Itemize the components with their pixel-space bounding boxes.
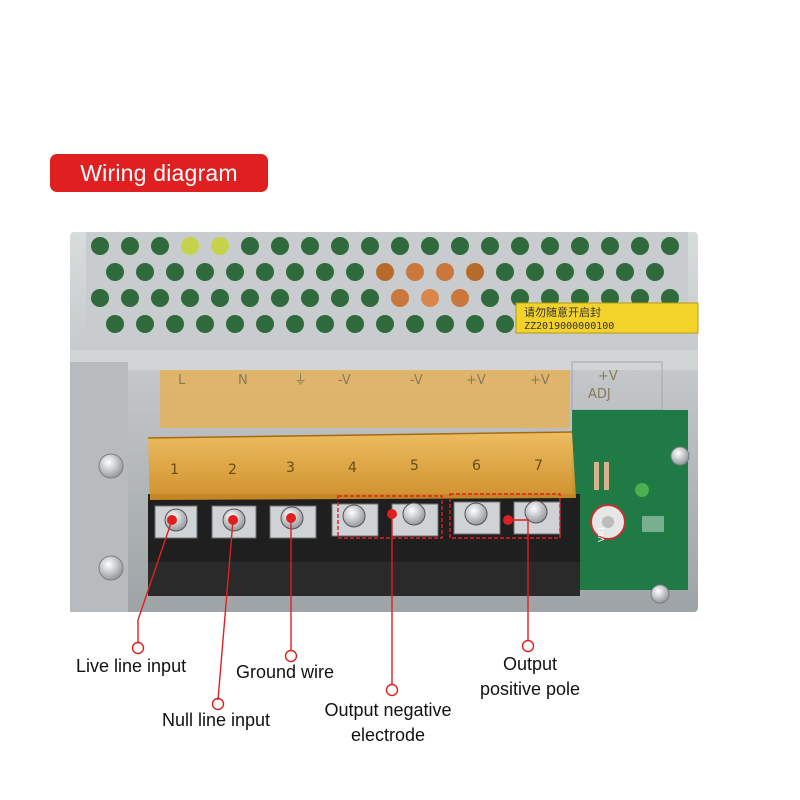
- live-callout-ring: [131, 641, 145, 655]
- side-screw-bottom: [98, 555, 124, 581]
- terminal-number-6: 6: [472, 458, 481, 474]
- terminal-number-1: 1: [170, 462, 179, 478]
- null-callout-line: [217, 519, 234, 701]
- terminal-number-2: 2: [228, 462, 237, 478]
- live-callout-line: [137, 519, 173, 621]
- mark-v5: +V: [598, 369, 618, 384]
- live-dot: [167, 515, 177, 525]
- label-output-positive-line-2: positive pole: [479, 679, 581, 699]
- label-output-negative: Output negative electrode: [318, 700, 458, 746]
- positive-group-outline: [449, 493, 561, 539]
- positive-dot: [503, 515, 513, 525]
- terminal-number-5: 5: [410, 458, 419, 474]
- negative-callout-ring: [385, 683, 399, 697]
- mark-v2: -V: [410, 373, 423, 388]
- mark-v3: +V: [466, 373, 486, 388]
- mark-adj: ADJ: [588, 387, 611, 402]
- terminal-screws: [154, 500, 561, 539]
- sticker-line-2: ZZ2019000000100: [524, 321, 614, 332]
- label-null-line-input: Null line input: [162, 710, 271, 730]
- sticker-line-1: 请勿随意开启封: [524, 305, 601, 319]
- mark-ground: ⏚: [294, 373, 307, 388]
- label-output-negative-line-1: Output negative: [324, 700, 452, 720]
- label-ground-wire: Ground wire: [236, 662, 335, 682]
- negative-group-outline: [337, 495, 443, 539]
- svg-text:VR1: VR1: [597, 526, 606, 542]
- terminal-number-4: 4: [348, 460, 357, 476]
- label-output-positive-line-1: Output: [502, 654, 558, 674]
- ground-dot: [286, 513, 296, 523]
- mark-n: N: [238, 373, 248, 388]
- ground-callout-ring: [284, 649, 298, 663]
- terminal-markings: L N ⏚ -V -V +V +V +V ADJ: [160, 361, 663, 428]
- pcb-components: VR1: [590, 462, 664, 542]
- label-output-positive: Output positive pole: [472, 654, 588, 700]
- terminal-number-3: 3: [286, 460, 295, 476]
- negative-dot: [387, 509, 397, 519]
- positive-callout-ring: [521, 639, 535, 653]
- warning-sticker: 请勿随意开启封 ZZ2019000000100: [515, 302, 699, 334]
- mark-v1: -V: [338, 373, 351, 388]
- null-callout-ring: [211, 697, 225, 711]
- mark-v4: +V: [530, 373, 550, 388]
- label-output-negative-line-2: electrode: [350, 725, 426, 745]
- side-screw-top: [98, 453, 124, 479]
- mark-l: L: [178, 373, 186, 388]
- label-live-line-input: Live line input: [76, 656, 187, 676]
- terminal-cover: [147, 431, 576, 500]
- right-screw-bottom: [650, 584, 670, 604]
- right-screw-top: [670, 446, 690, 466]
- null-dot: [228, 515, 238, 525]
- terminal-number-7: 7: [534, 458, 543, 474]
- wiring-diagram-title: Wiring diagram: [50, 154, 268, 192]
- pcb-board: [572, 410, 688, 590]
